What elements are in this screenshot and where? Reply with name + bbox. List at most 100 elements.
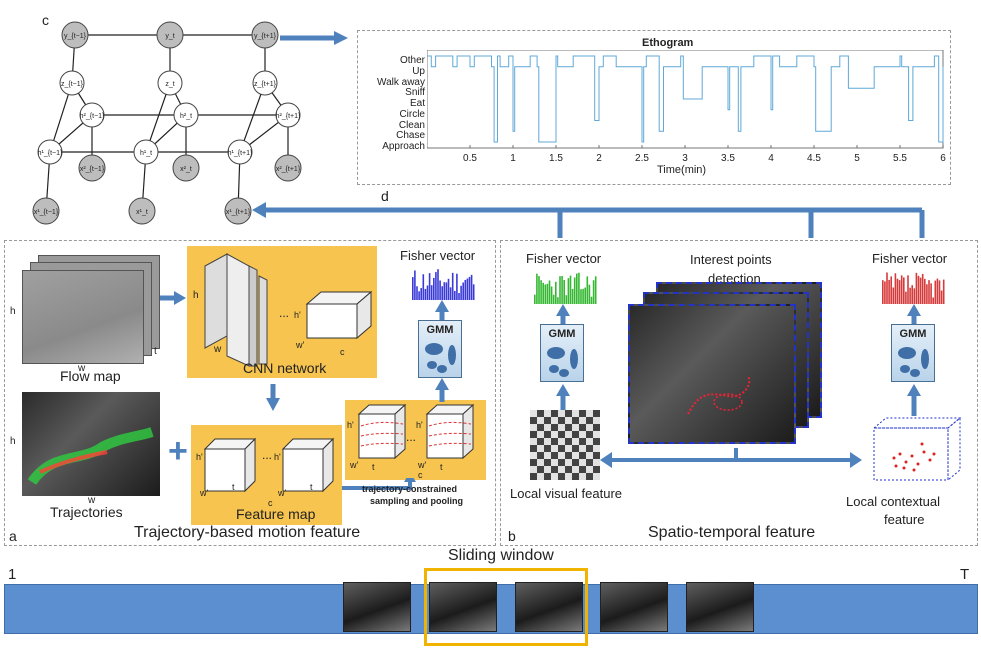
ethogram-xtick-label: 0.5 [463, 153, 477, 164]
y-node-label: y_{t−1} [64, 33, 87, 40]
ethogram-xtick-label: 5 [854, 153, 860, 164]
x1-node-label: x¹_t [136, 209, 148, 216]
fisher-vector-b-left [534, 272, 597, 304]
fisher-bar [926, 284, 928, 304]
timeline-frame-2 [429, 582, 497, 632]
ethogram-panel [357, 30, 951, 185]
dim-w-cnn: w [214, 344, 222, 355]
dim-wp-cnn: w' [296, 340, 305, 350]
ethogram-series-line [427, 55, 944, 143]
z-node-label: z_{t−1} [61, 81, 84, 88]
arrow-bidirectional-b [600, 448, 862, 468]
fisher-vector-b-right-label: Fisher vector [872, 251, 948, 266]
flow-map-label: Flow map [60, 368, 121, 384]
timeline-frame-3 [515, 582, 583, 632]
dim-hp-fm1: h' [196, 452, 203, 462]
sliding-window-box[interactable] [424, 568, 588, 646]
fisher-bar [437, 269, 439, 300]
fisher-bar [428, 273, 431, 300]
local-contextual-label-2: feature [884, 512, 925, 527]
h2-node [173, 102, 199, 128]
local-visual-feature-label: Local visual feature [510, 486, 623, 501]
gmm-b-left-ellipses [547, 347, 578, 377]
dim-hp-s1: h' [347, 420, 354, 430]
dim-h-traj: h [10, 436, 16, 447]
fisher-bar [441, 286, 443, 300]
local-contextual-label-1: Local contextual [846, 494, 940, 509]
x2-node-label: x²_{t+1} [276, 166, 301, 173]
gmm-a-label: GMM [426, 324, 454, 336]
panel-b-title: Spatio-temporal feature [648, 524, 816, 541]
fisher-bar [439, 280, 441, 300]
h2-node-label: h²_{t−1} [80, 113, 105, 120]
y-node-label: y_{t+1} [254, 33, 277, 40]
fisher-bar [900, 275, 903, 304]
dim-hp-fm2: h' [274, 452, 281, 462]
ethogram-y-label: Eat [409, 98, 425, 109]
arrow-gmm-to-fv-a [435, 300, 449, 322]
fisher-bar [443, 282, 446, 300]
h1-node-label: h¹_t [140, 150, 152, 157]
gmm-b-right-label: GMM [899, 328, 927, 340]
ethogram-xtick-label: 1 [510, 153, 516, 164]
fisher-bar [424, 288, 427, 300]
y-node [251, 21, 279, 49]
fisher-bar [586, 276, 589, 304]
trajectories-overlay [27, 427, 154, 486]
fisher-bar [454, 290, 456, 300]
fisher-bar [472, 284, 475, 300]
fisher-vector-a [412, 269, 475, 300]
fisher-bar [936, 278, 939, 304]
timeline-start: 1 [8, 566, 17, 583]
h2-node [79, 102, 105, 128]
fisher-bar [924, 278, 926, 304]
gmm-a: GMM [418, 320, 462, 378]
ethogram-xlabel: Time(min) [657, 164, 707, 176]
h2-node-label: h²_t [180, 113, 192, 120]
trajectories-label: Trajectories [50, 504, 123, 520]
fisher-bar [928, 280, 930, 304]
z-node [252, 70, 278, 96]
arrow-gmm-to-fv-b-left [556, 304, 570, 326]
ellipsis-fm: ... [262, 448, 273, 462]
ethogram-y-label: Walk away [377, 76, 425, 88]
z-node-label: z_t [165, 81, 174, 88]
ethogram-xtick-label: 4 [768, 153, 774, 164]
ethogram-xtick-label: 1.5 [549, 153, 563, 164]
fisher-bar [567, 278, 570, 304]
fisher-bar [557, 297, 559, 304]
panel-label-c: c [42, 12, 49, 28]
ethogram-y-label: Approach [382, 141, 425, 152]
fisher-bar [550, 286, 553, 304]
fisher-bar [892, 287, 895, 304]
x2-node [78, 154, 106, 182]
fisher-bar [886, 272, 888, 304]
arrow-local-to-gmm-b [556, 384, 570, 410]
dim-h-flow: h [10, 306, 16, 317]
fisher-bar [930, 283, 932, 304]
panel-a-title: Trajectory-based motion feature [134, 524, 361, 541]
h1-node [133, 139, 159, 165]
local-contextual-cube [872, 416, 962, 482]
fisher-bar [580, 289, 582, 304]
ellipsis-cnn: ... [279, 306, 290, 320]
fisher-bar [414, 270, 416, 300]
y-node [61, 21, 89, 49]
fisher-bar [576, 273, 578, 304]
feature-map-cubes [203, 437, 335, 493]
fisher-bar [921, 273, 924, 304]
fisher-bar [538, 276, 540, 304]
fisher-bar [565, 295, 568, 304]
fisher-bar [942, 279, 945, 304]
fisher-bar [559, 276, 561, 304]
dim-wp-s2: w' [418, 460, 427, 470]
fisher-bar [542, 282, 544, 304]
ethogram-xtick-label: 2.5 [635, 153, 649, 164]
x2-node-label: x²_t [180, 166, 192, 173]
fisher-bar [447, 278, 450, 300]
dim-hp-s2: h' [416, 420, 423, 430]
h1-node-label: h¹_{t+1} [228, 150, 253, 157]
gmm-b-left: GMM [540, 324, 584, 382]
